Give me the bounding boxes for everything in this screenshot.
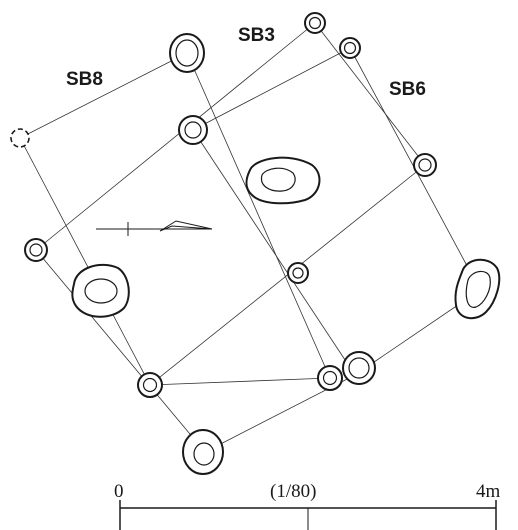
post-hole <box>339 37 361 59</box>
pit-large <box>454 258 501 320</box>
sb8-line <box>19 52 188 139</box>
post-hole <box>342 351 376 385</box>
sb3-line <box>35 22 316 251</box>
scale-end-label: 4m <box>476 481 501 502</box>
building-outlines <box>19 22 481 453</box>
sb8-line <box>149 377 331 386</box>
post-hole-missing <box>10 128 30 148</box>
sb3-line <box>192 129 356 376</box>
post-hole <box>24 238 48 262</box>
scale-start-label: 0 <box>114 481 124 502</box>
post-hole <box>413 153 437 177</box>
scale-bar: 0 (1/80) 4m <box>114 481 501 530</box>
post-hole <box>169 33 205 73</box>
pit-large <box>245 156 321 205</box>
north-arrow-icon <box>96 220 213 236</box>
label-sb8: SB8 <box>66 69 103 90</box>
post-hole <box>182 429 224 475</box>
label-sb3: SB3 <box>238 25 275 46</box>
sb8-line <box>186 52 331 379</box>
post-hole <box>178 115 208 145</box>
scale-ratio-label: (1/80) <box>270 481 316 502</box>
sb3-line <box>314 22 426 166</box>
post-hole <box>137 372 163 398</box>
sb3-line <box>35 249 206 453</box>
post-hole <box>317 365 343 391</box>
label-sb6: SB6 <box>389 79 426 100</box>
sb6-line <box>192 47 351 131</box>
post-hole <box>287 262 309 284</box>
post-hole <box>304 12 326 34</box>
pit-large <box>71 263 130 318</box>
post-holes <box>10 12 501 475</box>
sb8-line <box>19 137 151 386</box>
